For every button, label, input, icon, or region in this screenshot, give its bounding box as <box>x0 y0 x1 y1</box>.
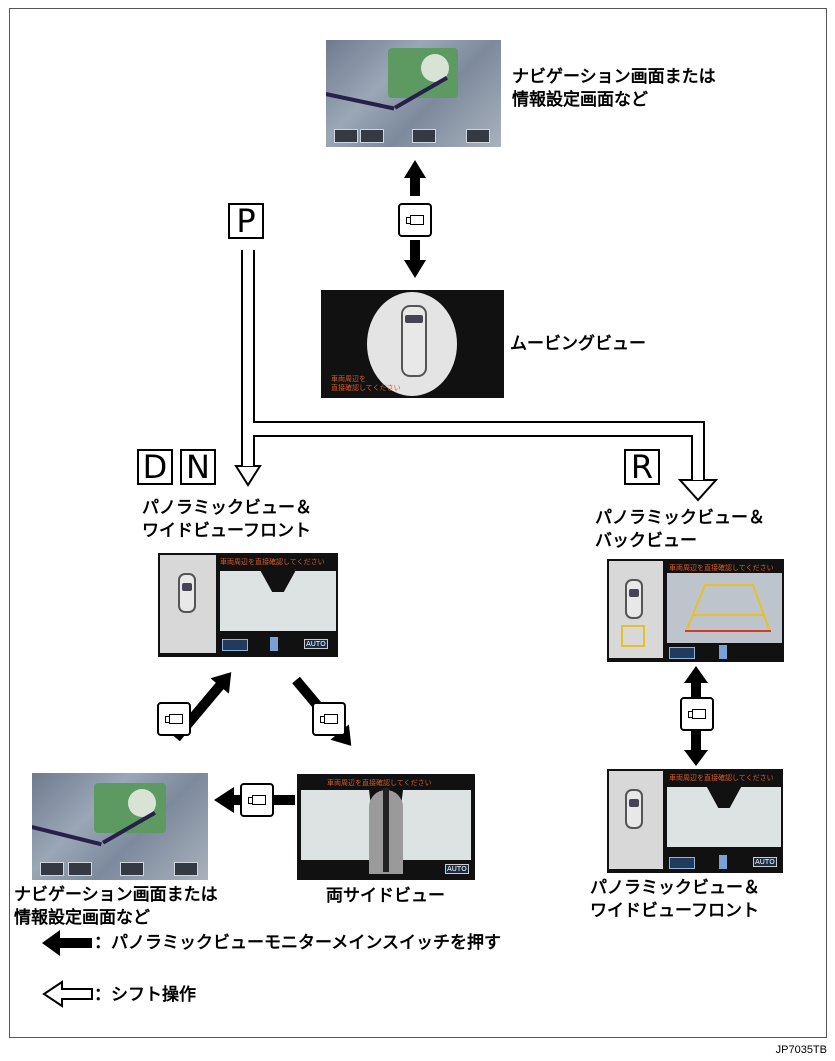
back-warning: 車両周辺を直接確認してください <box>669 564 774 572</box>
switch-icon-left <box>240 783 274 817</box>
switch-icon-right <box>680 697 714 731</box>
front2-warning: 車両周辺を直接確認してください <box>669 774 774 782</box>
legend-solid-arrow-text: ：パノラミックビューモニターメインスイッチを押す <box>94 933 501 953</box>
pano-back-caption-line2: バックビュー <box>595 531 697 551</box>
pano-front2-screen: 車両周辺を直接確認してください AUTO <box>607 769 783 873</box>
solid-arrow-down-right <box>684 750 708 766</box>
solid-arrow-down-top <box>404 260 426 278</box>
solid-arrow-to-nav <box>214 787 234 813</box>
moving-view-caption: ムービングビュー <box>510 334 646 354</box>
pano-front-screen: 車両周辺を直接確認してください AUTO <box>158 553 338 657</box>
side-view-caption: 両サイドビュー <box>326 886 445 906</box>
front2-auto-button: AUTO <box>753 857 777 867</box>
hollow-arrowhead-r <box>677 479 719 502</box>
shift-d-label: D <box>137 449 173 485</box>
hollow-arrowhead-d <box>234 465 262 487</box>
figure-code: JP7035TB <box>775 1044 827 1056</box>
moving-warning-line1: 車両周辺を <box>331 375 366 383</box>
legend-hollow-arrow-text: ：シフト操作 <box>94 985 196 1005</box>
pano-front-caption-line2: ワイドビューフロント <box>142 521 311 541</box>
switch-icon-left-up <box>157 702 191 736</box>
diagram-frame <box>9 8 827 1038</box>
pano-front-caption-line1: パノラミックビュー＆ <box>142 498 312 518</box>
pano-back-screen: 車両周辺を直接確認してください <box>607 559 784 662</box>
nav-bottom-caption-line2: 情報設定画面など <box>14 908 150 928</box>
solid-arrow-up-right <box>684 666 708 683</box>
nav-bottom-caption-line1: ナビゲーション画面または <box>14 885 218 905</box>
moving-warning-line2: 直接確認してください <box>331 384 401 392</box>
nav-screen-top <box>326 40 501 147</box>
pano-front2-caption-line1: パノラミックビュー＆ <box>590 878 760 898</box>
shift-r-label: R <box>624 449 660 485</box>
legend-solid-arrow-shape <box>42 930 60 956</box>
pano-front2-caption-line2: ワイドビューフロント <box>590 901 759 921</box>
shift-p-label: P <box>228 203 264 239</box>
front-auto-button: AUTO <box>304 639 328 649</box>
side-warning: 車両周辺を直接確認してください <box>327 779 432 787</box>
nav-top-caption-line1: ナビゲーション画面または <box>512 67 716 87</box>
solid-arrow-up-top <box>404 160 426 178</box>
nav-top-caption-line2: 情報設定画面など <box>512 90 648 110</box>
legend-hollow-arrow-shape <box>42 980 93 1008</box>
switch-icon-right-down <box>312 702 346 736</box>
side-auto-button: AUTO <box>445 864 469 874</box>
switch-icon-top <box>398 203 432 237</box>
moving-view-screen: 車両周辺を 直接確認してください <box>321 290 504 398</box>
front-warning: 車両周辺を直接確認してください <box>220 558 325 566</box>
side-view-screen: 車両周辺を直接確認してください AUTO <box>297 774 475 880</box>
shift-n-label: N <box>180 449 216 485</box>
pano-back-caption-line1: パノラミックビュー＆ <box>595 508 765 528</box>
nav-screen-bottom <box>32 773 208 880</box>
